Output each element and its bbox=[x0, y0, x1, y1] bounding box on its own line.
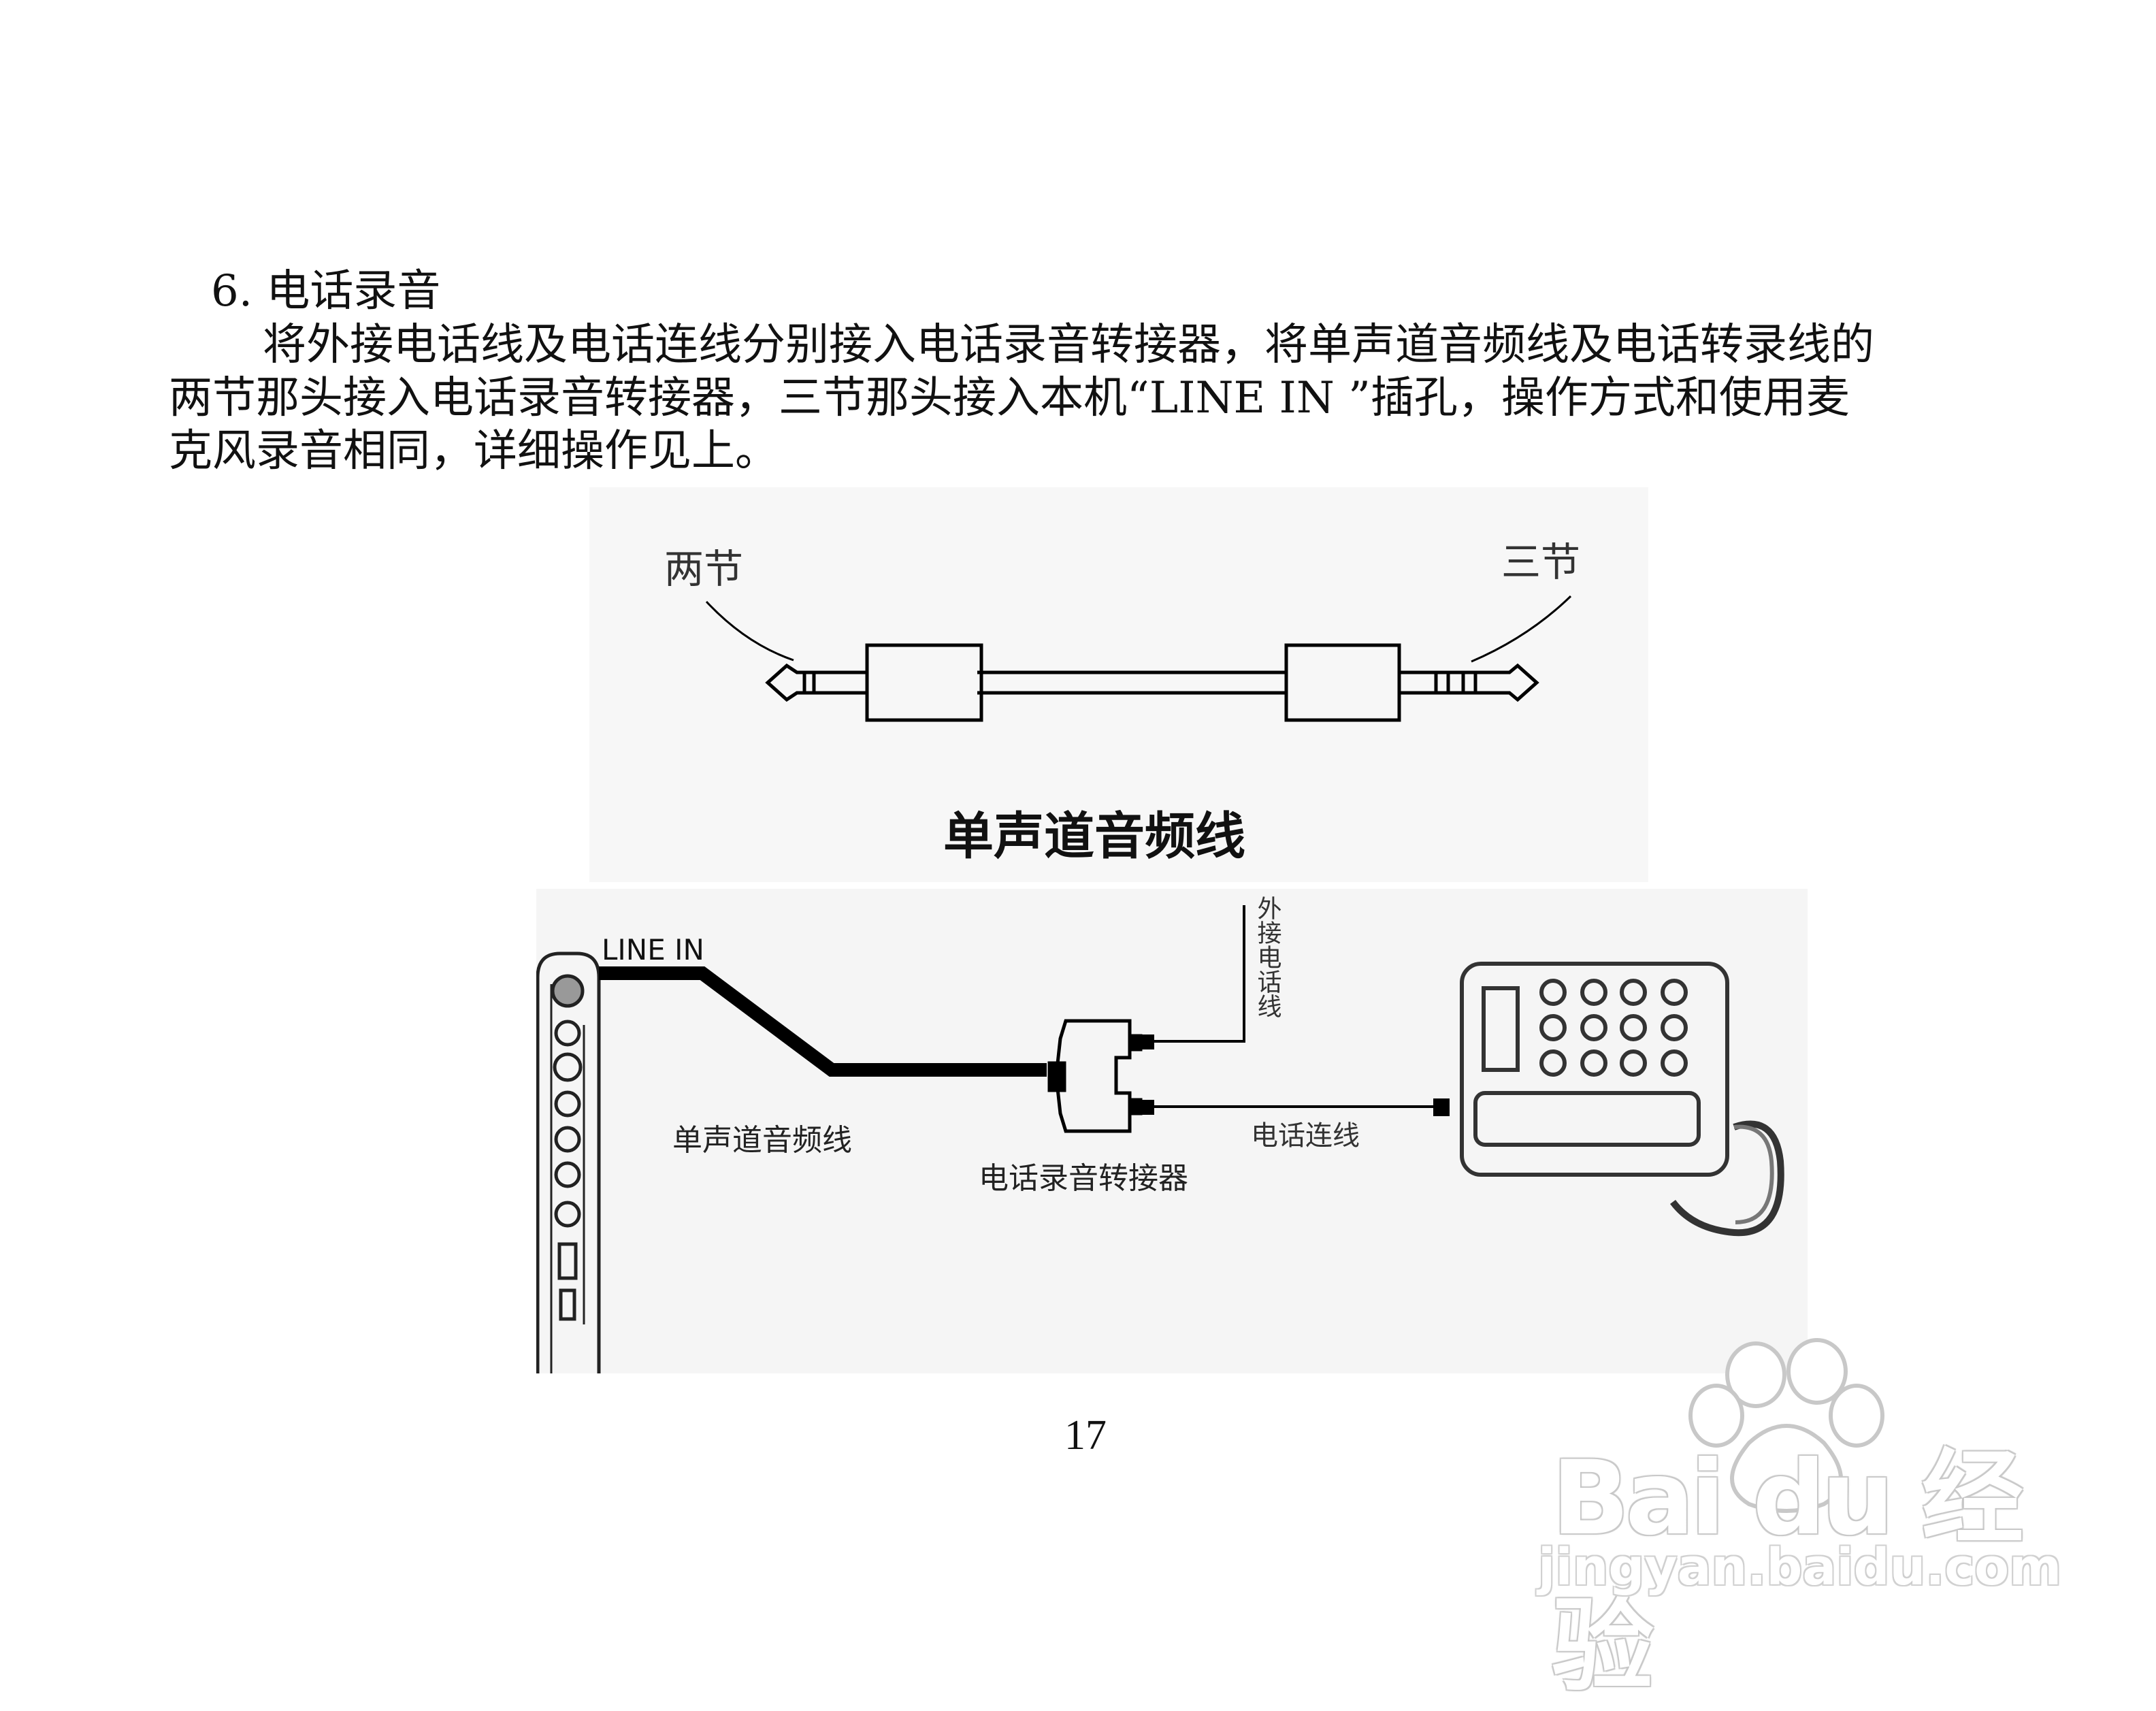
external-line-label: 外接电话线 bbox=[1254, 896, 1281, 1018]
paragraph-line: 将外接电话线及电话连线分别接入电话录音转接器，将单声道音频线及电话转录线的 bbox=[263, 320, 1874, 370]
watermark-url: jingyan.baidu.com bbox=[1538, 1538, 2062, 1597]
page-number: 17 bbox=[1064, 1412, 1107, 1459]
mono-cable-figure: 两节 三节 单声道音频线 bbox=[589, 487, 1648, 882]
right-leader-line bbox=[1471, 595, 1572, 663]
recording-adapter bbox=[1047, 1019, 1143, 1133]
mono-cable-label: 单声道音频线 bbox=[672, 1123, 852, 1158]
paragraph-line: 克风录音相同，详细操作见上。 bbox=[169, 426, 779, 476]
two-section-plug bbox=[765, 663, 867, 702]
device-side-panel bbox=[536, 951, 601, 1373]
three-section-label: 三节 bbox=[1501, 539, 1580, 585]
instruction-paragraph: 将外接电话线及电话连线分别接入电话录音转接器，将单声道音频线及电话转录线的 两节… bbox=[169, 319, 1999, 478]
baidu-watermark: Bai du 经验 jingyan.baidu.com bbox=[1524, 1334, 2061, 1706]
section-heading: 6. 电话录音 bbox=[211, 266, 441, 316]
telephone-icon bbox=[1460, 962, 1784, 1237]
paw-icon bbox=[1688, 1338, 1884, 1513]
left-leader-line bbox=[705, 600, 794, 662]
adapter-label: 电话录音转接器 bbox=[979, 1161, 1188, 1196]
mono-audio-cable bbox=[599, 966, 1047, 1077]
paragraph-line: 两节那头接入电话录音转接器，三节那头接入本机“LINE IN ”插孔，操作方式和… bbox=[169, 373, 1850, 423]
connection-diagram: LINE IN 外接电话线 电话连线 单声道音频线 电话录音转接器 bbox=[536, 889, 1808, 1373]
three-section-plug bbox=[1399, 663, 1539, 702]
line-in-label: LINE IN bbox=[602, 933, 704, 966]
left-plug-body bbox=[865, 643, 983, 722]
phone-cord-label: 电话连线 bbox=[1251, 1120, 1360, 1152]
two-section-label: 两节 bbox=[664, 546, 743, 592]
external-phone-line bbox=[1149, 905, 1245, 1043]
right-plug-body bbox=[1284, 643, 1401, 722]
cable-caption: 单声道音频线 bbox=[943, 807, 1245, 866]
